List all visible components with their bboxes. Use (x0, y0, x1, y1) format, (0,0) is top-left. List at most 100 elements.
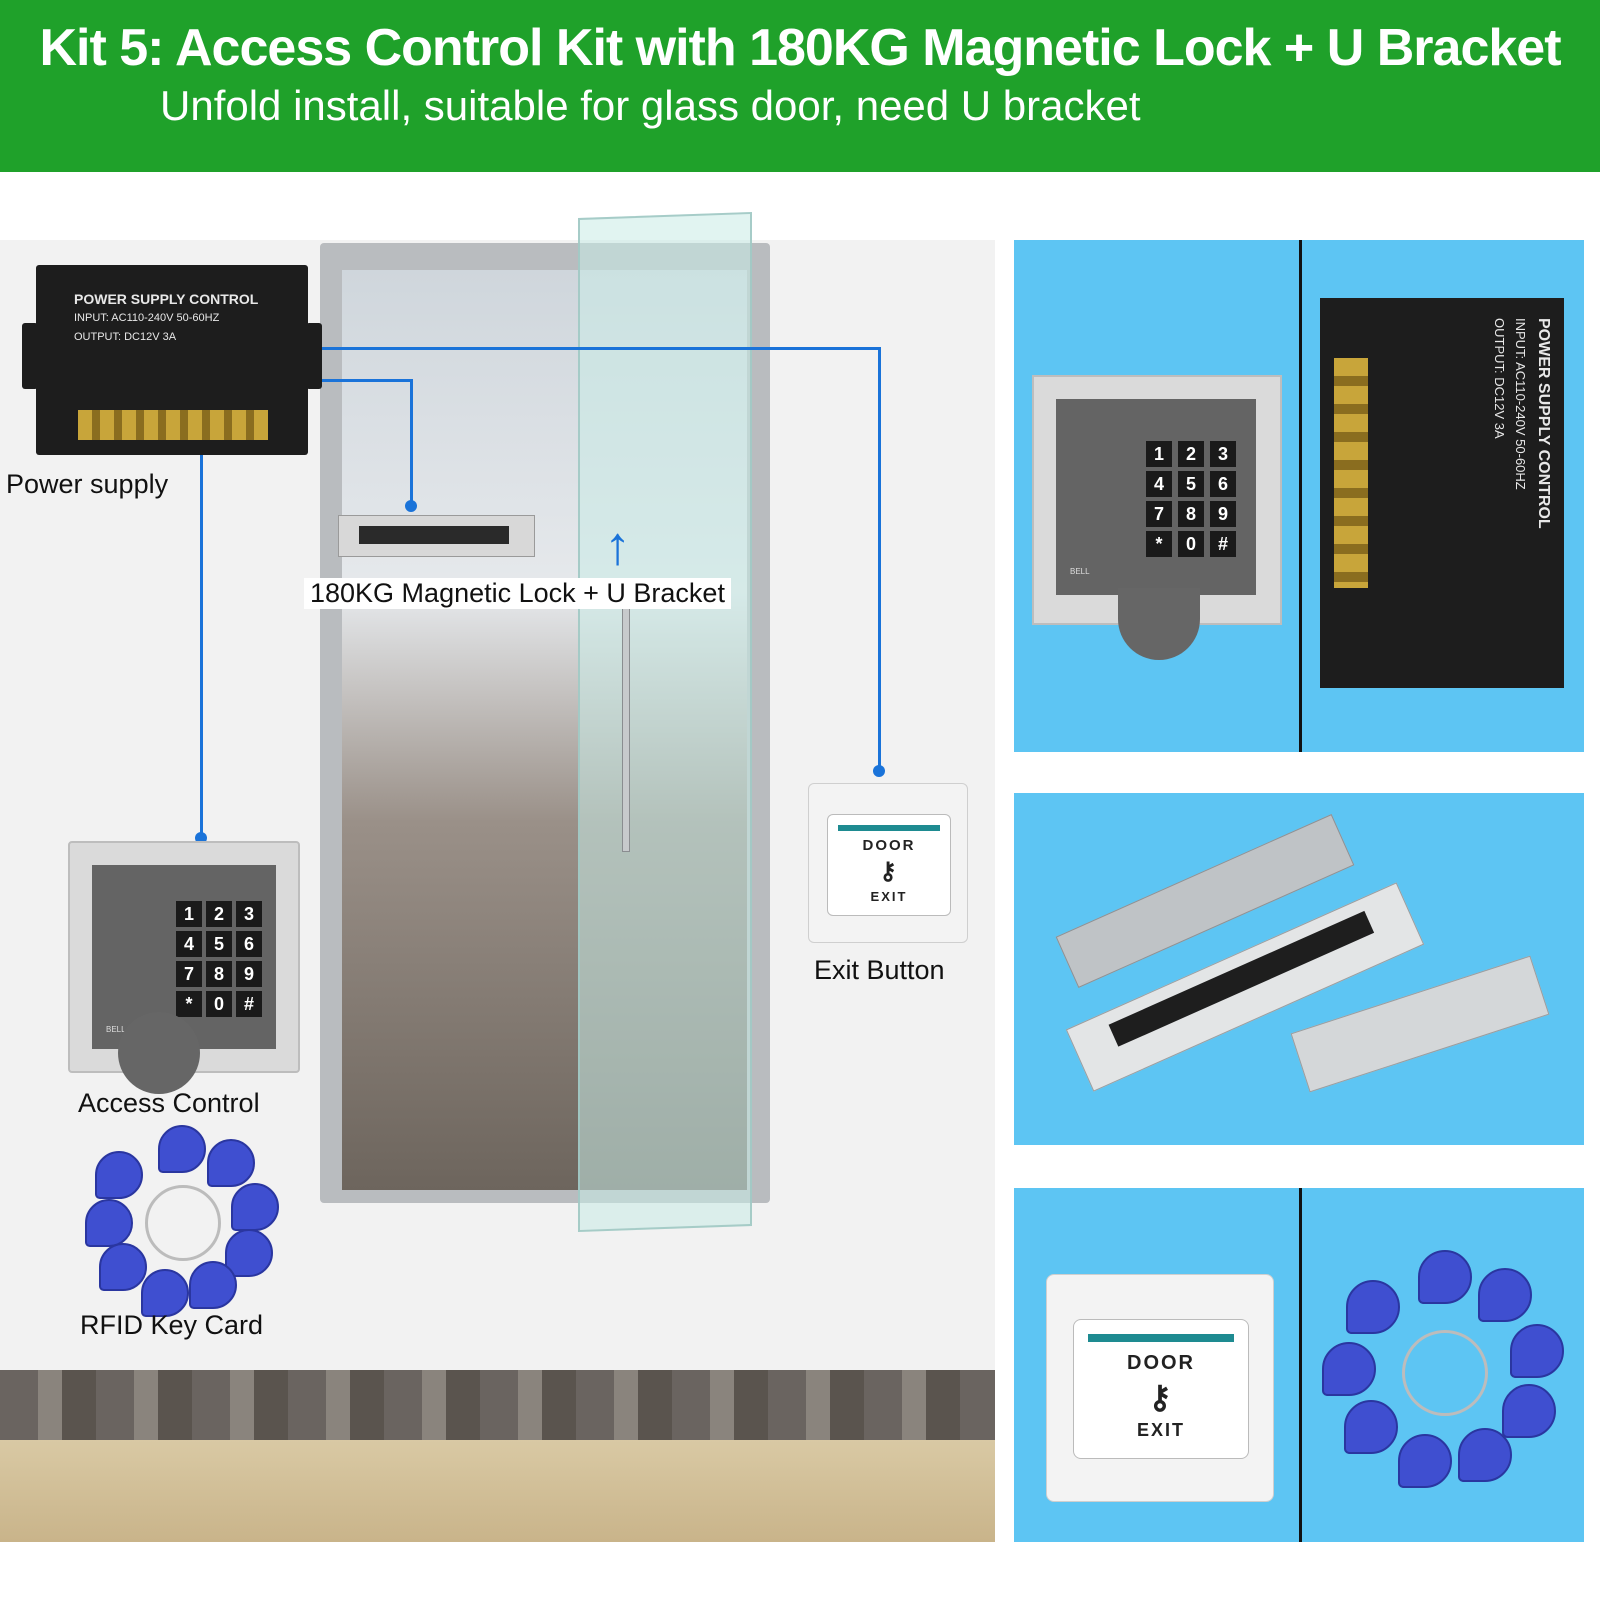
product-exit-button: DOOR ⚷ EXIT (1046, 1274, 1274, 1502)
wire-dot-exit (873, 765, 885, 777)
magnetic-lock-slot (359, 526, 509, 544)
magnetic-lock (338, 515, 535, 557)
rfid-fob-icon (231, 1183, 279, 1231)
wire-psu-exit-h (308, 347, 880, 350)
product-key-2: 2 (1178, 441, 1204, 467)
label-exit-button: Exit Button (814, 955, 945, 985)
rfid-fob-icon (158, 1125, 206, 1173)
glass-door (578, 211, 752, 1233)
rfid-fob-icon (1510, 1324, 1564, 1378)
product-exit-button-exit-text: EXIT (1136, 1420, 1185, 1440)
rfid-fob-icon (1322, 1342, 1376, 1396)
key-ring-icon (145, 1185, 221, 1261)
panel-magnetic-lock (1014, 793, 1584, 1145)
product-exit-button-face: DOOR ⚷ EXIT (1073, 1319, 1249, 1459)
product-key-7: 7 (1146, 501, 1172, 527)
arrow-up-icon: ↑ (604, 516, 631, 576)
kit-subtitle: Unfold install, suitable for glass door,… (160, 82, 1141, 129)
key-8: 8 (206, 961, 232, 987)
key-hash: # (236, 991, 262, 1017)
rfid-fob-icon (1458, 1428, 1512, 1482)
rfid-fob-icon (85, 1199, 133, 1247)
product-rfid-fobs (1322, 1250, 1564, 1490)
panel-divider (1299, 240, 1302, 752)
rfid-fob-icon (95, 1151, 143, 1199)
wire-psu-exit-v (878, 347, 881, 772)
product-keypad-reader-bump (1118, 588, 1200, 660)
key-0: 0 (206, 991, 232, 1017)
psu-title: POWER SUPPLY CONTROL (74, 291, 259, 307)
floor (0, 1440, 995, 1542)
product-key-0: 0 (1178, 531, 1204, 557)
product-psu-title: POWER SUPPLY CONTROL (1535, 318, 1552, 529)
wire-psu-keypad (200, 455, 203, 840)
exit-button-device: DOOR ⚷ EXIT (808, 783, 968, 943)
psu-input: INPUT: AC110-240V 50-60HZ (74, 312, 220, 324)
psu-output: OUTPUT: DC12V 3A (74, 331, 177, 343)
product-key-8: 8 (1178, 501, 1204, 527)
key-1: 1 (176, 901, 202, 927)
access-control-keypad: 1 2 3 4 5 6 7 8 9 * 0 # BELL (68, 841, 300, 1073)
product-exit-button-door-text: DOOR (1127, 1352, 1195, 1374)
key-4: 4 (176, 931, 202, 957)
wire-psu-lock-h (308, 379, 413, 382)
product-exit-button-stripe (1088, 1334, 1234, 1342)
rfid-fob-icon (207, 1139, 255, 1187)
product-key-star: * (1146, 531, 1172, 557)
key-2: 2 (206, 901, 232, 927)
stone-wall (0, 1370, 995, 1440)
key-icon: ⚷ (879, 858, 899, 885)
product-key-1: 1 (1146, 441, 1172, 467)
psu-ear-right (306, 323, 322, 389)
rfid-fob-icon (141, 1269, 189, 1317)
wire-dot-lock (405, 500, 417, 512)
door-handle (622, 580, 630, 852)
product-key-hash: # (1210, 531, 1236, 557)
key-3: 3 (236, 901, 262, 927)
product-key-icon: ⚷ (1148, 1379, 1174, 1415)
product-keypad-bell-text: BELL (1070, 567, 1090, 576)
keypad-reader-bump (118, 1012, 200, 1094)
kit-title: Kit 5: Access Control Kit with 180KG Mag… (39, 19, 1561, 77)
rfid-fob-icon (1418, 1250, 1472, 1304)
rfid-fob-icon (1398, 1434, 1452, 1488)
rfid-fob-icon (1346, 1280, 1400, 1334)
product-power-supply: POWER SUPPLY CONTROL INPUT: AC110-240V 5… (1320, 298, 1564, 688)
key-star: * (176, 991, 202, 1017)
label-power-supply: Power supply (6, 469, 169, 499)
label-rfid: RFID Key Card (80, 1310, 264, 1340)
product-psu-input: INPUT: AC110-240V 50-60HZ (1513, 318, 1528, 490)
rfid-fob-icon (1502, 1384, 1556, 1438)
product-key-4: 4 (1146, 471, 1172, 497)
panel-divider (1299, 1188, 1302, 1542)
key-5: 5 (206, 931, 232, 957)
wire-psu-lock-v (410, 379, 413, 505)
psu-ear-left (22, 323, 38, 389)
product-keypad-keys: 1 2 3 4 5 6 7 8 9 * 0 # (1146, 441, 1238, 557)
product-keypad: 1 2 3 4 5 6 7 8 9 * 0 # BELL (1032, 375, 1282, 625)
rfid-fob-icon (99, 1243, 147, 1291)
label-magnetic-lock: 180KG Magnetic Lock + U Bracket (304, 578, 731, 609)
psu-terminal-block (78, 410, 268, 440)
panel-keypad-psu: 1 2 3 4 5 6 7 8 9 * 0 # BELL POWER SUPPL… (1014, 240, 1584, 752)
key-6: 6 (236, 931, 262, 957)
product-key-ring-icon (1402, 1330, 1488, 1416)
rfid-fob-icon (1478, 1268, 1532, 1322)
product-key-5: 5 (1178, 471, 1204, 497)
rfid-fob-cluster (85, 1125, 279, 1317)
product-psu-text: POWER SUPPLY CONTROL INPUT: AC110-240V 5… (1492, 318, 1552, 648)
product-psu-output: OUTPUT: DC12V 3A (1492, 318, 1507, 439)
exit-button-door-text: DOOR (862, 837, 916, 854)
rfid-fob-icon (189, 1261, 237, 1309)
key-9: 9 (236, 961, 262, 987)
keypad-keys: 1 2 3 4 5 6 7 8 9 * 0 # (176, 901, 262, 1017)
exit-button-face: DOOR ⚷ EXIT (827, 814, 951, 916)
power-supply-unit: POWER SUPPLY CONTROL INPUT: AC110-240V 5… (22, 265, 322, 455)
product-keypad-face: 1 2 3 4 5 6 7 8 9 * 0 # BELL (1056, 399, 1256, 595)
rfid-fob-icon (1344, 1400, 1398, 1454)
panel-exit-fobs: DOOR ⚷ EXIT (1014, 1188, 1584, 1542)
product-key-6: 6 (1210, 471, 1236, 497)
product-key-3: 3 (1210, 441, 1236, 467)
product-key-9: 9 (1210, 501, 1236, 527)
exit-button-exit-text: EXIT (870, 889, 908, 904)
